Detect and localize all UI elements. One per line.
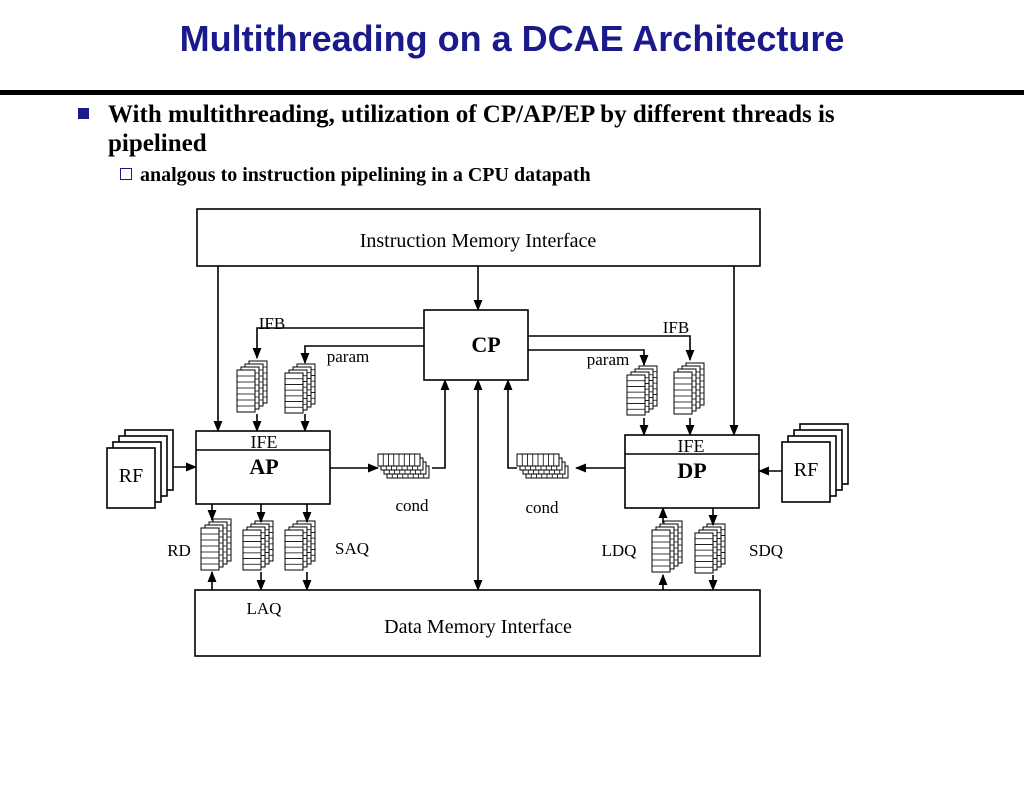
- sdq-queue: [694, 523, 726, 574]
- rd-label: RD: [167, 541, 191, 560]
- param-right-label: param: [587, 350, 629, 369]
- laq-label: LAQ: [247, 599, 282, 618]
- sdq-label: SDQ: [749, 541, 783, 560]
- ldq-label: LDQ: [602, 541, 637, 560]
- param-left-label: param: [327, 347, 369, 366]
- instruction-memory-interface-box: [196, 208, 761, 267]
- saq-label: SAQ: [335, 539, 369, 558]
- bullet-level2-text: analgous to instruction pipelining in a …: [140, 164, 591, 186]
- hollow-square-bullet-icon: [120, 168, 132, 180]
- param-left-queue: [284, 363, 316, 414]
- rd-queue: [200, 518, 232, 571]
- laq-queue: [242, 520, 274, 571]
- cond-right-label: cond: [525, 498, 559, 517]
- ife-right-label: IFE: [678, 436, 705, 456]
- title-divider: [0, 90, 1024, 95]
- ifb-left-label: IFB: [259, 314, 285, 333]
- data-memory-interface-box: [194, 589, 761, 657]
- dp-label: DP: [677, 458, 706, 483]
- cp-box: [423, 309, 529, 381]
- imi-label: Instruction Memory Interface: [360, 230, 597, 252]
- rf-right-label: RF: [794, 459, 818, 481]
- ldq-queue: [651, 520, 683, 573]
- cond-left-queue: [377, 453, 430, 479]
- rf-right-stack: [781, 423, 849, 503]
- ifb-left-queue: [236, 360, 268, 413]
- saq-queue: [284, 520, 316, 571]
- ap-box: [195, 430, 331, 505]
- bullet-level2: analgous to instruction pipelining in a …: [120, 164, 591, 187]
- bullet-level1: With multithreading, utilization of CP/A…: [78, 100, 898, 158]
- rf-left-stack: [106, 429, 174, 509]
- ap-label: AP: [249, 454, 278, 479]
- bullet-level1-text: With multithreading, utilization of CP/A…: [108, 101, 835, 157]
- cond-left-label: cond: [395, 496, 429, 515]
- dp-box: [624, 434, 760, 509]
- ife-left-label: IFE: [251, 432, 278, 452]
- slide-title: Multithreading on a DCAE Architecture: [179, 18, 845, 59]
- cond-right-queue: [516, 453, 569, 479]
- rf-left-label: RF: [119, 465, 143, 487]
- cp-label: CP: [471, 332, 500, 357]
- ifb-right-queue: [673, 362, 705, 415]
- ifb-right-label: IFB: [663, 318, 689, 337]
- dmi-label: Data Memory Interface: [384, 616, 572, 638]
- square-bullet-icon: [78, 108, 89, 119]
- param-right-queue: [626, 365, 658, 416]
